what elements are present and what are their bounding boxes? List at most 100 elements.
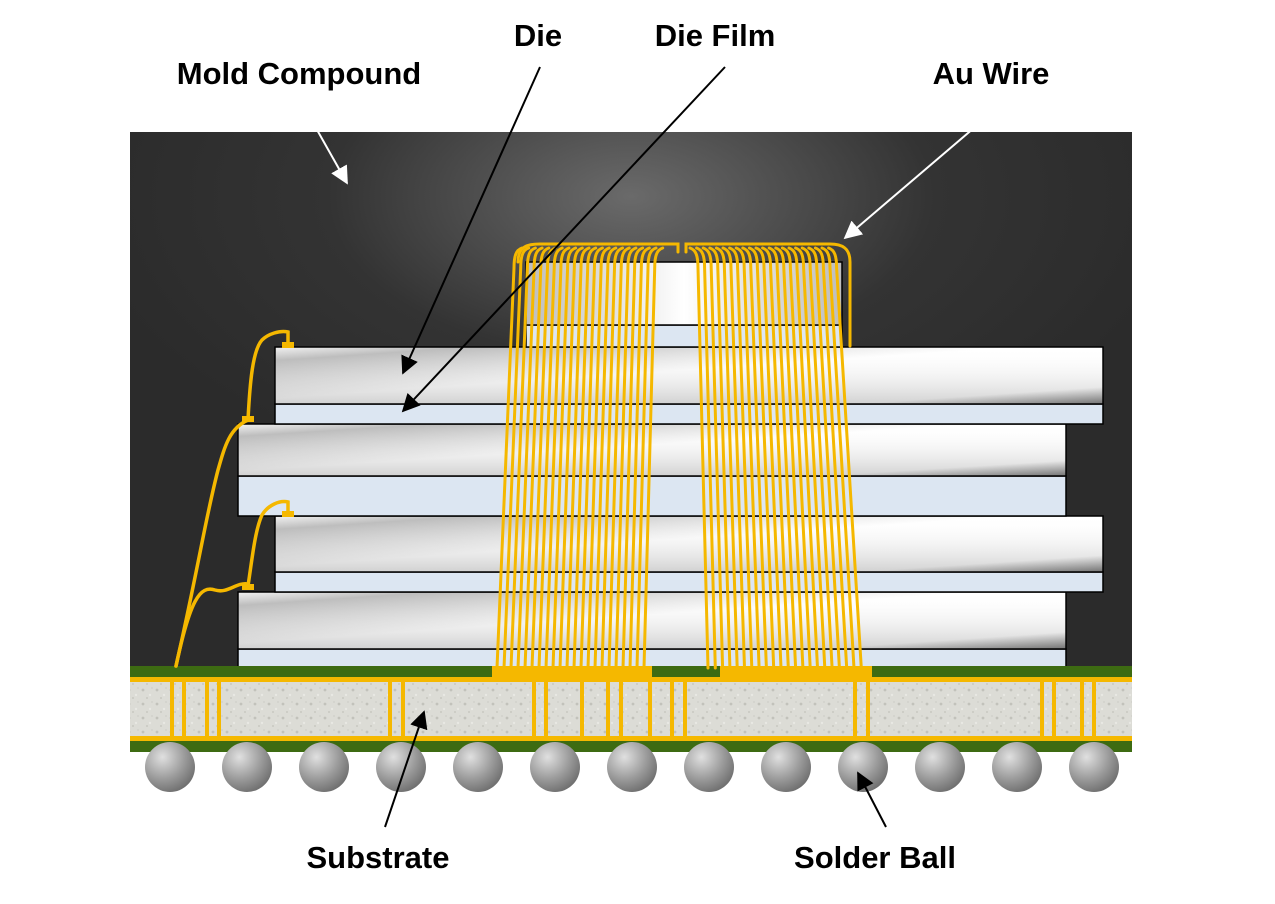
via	[1092, 680, 1096, 738]
au-wire	[572, 246, 598, 670]
au-wire	[600, 246, 624, 670]
au-wire	[621, 246, 645, 670]
solder-ball	[992, 742, 1042, 792]
solder-ball	[607, 742, 657, 792]
via	[544, 680, 548, 738]
die-film-arrow	[401, 66, 726, 413]
die-shade	[275, 347, 1103, 404]
au-wire	[767, 246, 798, 670]
au-wire	[579, 246, 604, 670]
au-wire	[820, 246, 856, 670]
au-wire	[684, 242, 852, 348]
au-wire	[502, 246, 531, 670]
au-wire	[800, 246, 834, 670]
solder-ball	[222, 742, 272, 792]
die-label: Die	[513, 18, 563, 53]
au-wire	[523, 246, 551, 670]
via	[401, 680, 405, 738]
die-shade	[238, 424, 1066, 476]
left-wire	[174, 418, 250, 668]
au-wire	[642, 246, 665, 670]
au-wire	[747, 246, 776, 670]
solder-ball	[299, 742, 349, 792]
substrate-trace-top	[130, 677, 1132, 682]
au-wire	[628, 246, 651, 670]
au-wire	[708, 246, 732, 670]
via	[606, 680, 610, 738]
au-wire	[607, 246, 631, 670]
au-wires	[495, 242, 863, 670]
au-wire	[807, 246, 841, 670]
via	[388, 680, 392, 738]
via	[683, 680, 687, 738]
au-wire-arrow	[843, 109, 996, 240]
left-wire	[246, 329, 290, 422]
au-wire	[714, 246, 739, 670]
substrate-core	[130, 680, 1132, 738]
bond-ball	[242, 584, 254, 590]
die-shade	[275, 516, 1103, 572]
die-stack	[237, 261, 1104, 670]
au-wire	[827, 246, 863, 670]
via	[619, 680, 623, 738]
solder-ball-label: Solder Ball	[794, 840, 956, 875]
au-wire-label: Au Wire	[932, 56, 1050, 91]
via	[670, 680, 674, 738]
solder-ball	[838, 742, 888, 792]
au-wire	[754, 246, 783, 670]
bond-ball	[282, 511, 294, 517]
bond-pad	[492, 666, 652, 678]
via	[532, 680, 536, 738]
left-wire	[174, 582, 250, 668]
vias	[170, 680, 1096, 738]
via	[205, 680, 209, 738]
au-wire	[780, 246, 812, 670]
au-wire	[544, 246, 571, 670]
au-wire	[774, 246, 805, 670]
solder-ball	[453, 742, 503, 792]
bond-ball	[282, 342, 294, 348]
via	[866, 680, 870, 738]
bond-ball	[242, 416, 254, 422]
au-wire	[813, 246, 849, 670]
au-wire	[537, 246, 564, 670]
via	[217, 680, 221, 738]
au-wire	[728, 246, 754, 670]
au-wire	[565, 246, 591, 670]
via	[853, 680, 857, 738]
via	[170, 680, 174, 738]
via	[580, 680, 584, 738]
au-wire	[635, 246, 658, 670]
au-wire	[586, 246, 611, 670]
die-film-label: Die Film	[654, 18, 776, 53]
via	[1080, 680, 1084, 738]
au-wire	[701, 246, 725, 670]
au-wire	[516, 246, 544, 670]
au-wire	[761, 246, 790, 670]
die-film	[237, 475, 1067, 517]
au-wire	[688, 246, 710, 670]
mold-compound-arrow	[302, 104, 348, 185]
au-wire	[794, 246, 827, 670]
au-wire	[551, 246, 578, 670]
die-film	[274, 571, 1104, 593]
via	[1052, 680, 1056, 738]
au-wire	[558, 246, 584, 670]
au-wire	[741, 246, 768, 670]
solder-ball	[530, 742, 580, 792]
pointer-arrows	[302, 66, 996, 828]
solder-ball	[915, 742, 965, 792]
die-film	[274, 403, 1104, 425]
solder-ball	[684, 742, 734, 792]
left-wire-bonds	[174, 329, 294, 668]
au-wire	[695, 246, 717, 670]
solder-ball	[145, 742, 195, 792]
mold-compound-label: Mold Compound	[176, 56, 422, 91]
via	[182, 680, 186, 738]
die-arrow	[401, 66, 541, 375]
au-wire	[734, 246, 761, 670]
via	[648, 680, 652, 738]
au-wire	[614, 246, 638, 670]
au-wire	[509, 246, 537, 670]
